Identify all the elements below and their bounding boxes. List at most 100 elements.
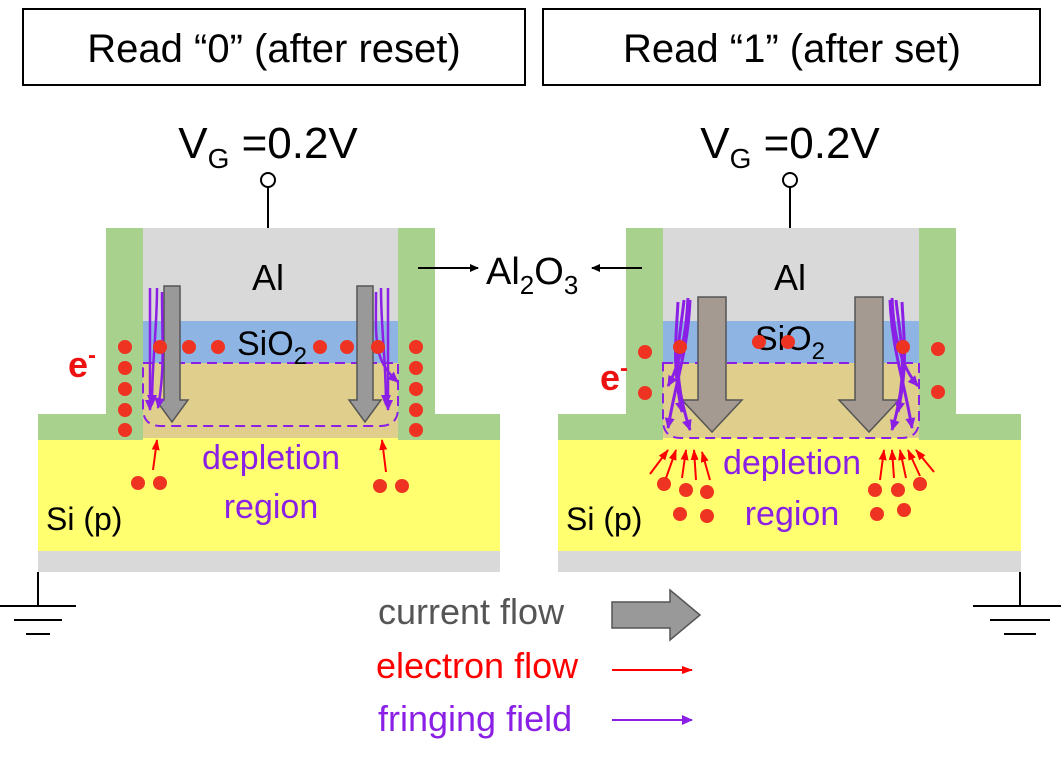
legend-field-label: fringing field bbox=[378, 698, 572, 739]
electron-label: e- bbox=[600, 355, 628, 398]
electron bbox=[896, 340, 910, 354]
electron bbox=[657, 477, 671, 491]
depletion-label-line2: region bbox=[224, 488, 319, 526]
gate-metal bbox=[143, 228, 398, 321]
electron bbox=[897, 503, 911, 517]
ground-icon bbox=[973, 572, 1061, 635]
gate-voltage: VG =0.2V bbox=[700, 119, 880, 174]
electron bbox=[891, 483, 905, 497]
substrate bbox=[558, 438, 1021, 551]
electron bbox=[679, 483, 693, 497]
gate-label: Al bbox=[252, 257, 284, 298]
electron bbox=[118, 340, 132, 354]
electron bbox=[211, 340, 225, 354]
electrons bbox=[638, 335, 945, 523]
electron bbox=[182, 340, 196, 354]
electron bbox=[409, 361, 423, 375]
gate-terminal bbox=[782, 172, 798, 188]
title-box bbox=[542, 8, 1041, 86]
depletion-label-line1: depletion bbox=[723, 444, 861, 482]
depletion-boundary bbox=[662, 362, 920, 439]
electron bbox=[700, 509, 714, 523]
electron bbox=[638, 386, 652, 400]
electron-flow-arrow bbox=[700, 451, 711, 481]
legend-electron-label: electron flow bbox=[376, 645, 579, 686]
electron bbox=[340, 340, 354, 354]
electrons bbox=[118, 340, 423, 493]
electron bbox=[931, 342, 945, 356]
electron bbox=[118, 403, 132, 417]
depletion-label-line2: region bbox=[745, 495, 840, 533]
electron bbox=[409, 382, 423, 396]
electron bbox=[700, 485, 714, 499]
electron-flow-arrow bbox=[680, 449, 689, 479]
electron bbox=[118, 423, 132, 437]
electron bbox=[131, 476, 145, 490]
electron bbox=[673, 340, 687, 354]
electron bbox=[781, 335, 795, 349]
electron bbox=[395, 479, 409, 493]
panel-read-0: Read “0” (after reset) VG =0.2V Al SiO2 bbox=[0, 8, 526, 635]
electron-flow-arrow bbox=[898, 449, 907, 479]
substrate-base bbox=[558, 550, 1021, 572]
electron bbox=[409, 403, 423, 417]
electron bbox=[373, 479, 387, 493]
electron-flow-arrow bbox=[878, 449, 887, 481]
electron-flow-arrow bbox=[649, 449, 669, 475]
electron bbox=[638, 345, 652, 359]
electron-label: e- bbox=[68, 342, 96, 385]
substrate-base bbox=[38, 550, 500, 572]
electron-flow bbox=[649, 449, 935, 481]
thick-gray-arrow-icon bbox=[611, 588, 702, 642]
electron-flow-arrow bbox=[151, 439, 160, 471]
electron bbox=[118, 361, 132, 375]
gate-label: Al bbox=[774, 257, 806, 298]
electron-flow bbox=[151, 439, 388, 473]
title-box bbox=[22, 8, 526, 86]
electron bbox=[913, 477, 927, 491]
electron bbox=[870, 507, 884, 521]
electron-flow-arrow bbox=[690, 449, 699, 481]
spacer-left bbox=[626, 228, 663, 440]
depletion-label-line1: depletion bbox=[202, 439, 340, 477]
current-arrow-right bbox=[347, 285, 383, 424]
electron bbox=[153, 476, 167, 490]
electron-flow-arrow bbox=[888, 449, 897, 479]
electron bbox=[673, 507, 687, 521]
current-arrow-right bbox=[837, 296, 901, 434]
electron bbox=[409, 423, 423, 437]
substrate-label: Si (p) bbox=[566, 501, 642, 537]
spacer-material-callout: Al2O3 bbox=[418, 251, 642, 300]
current-arrow-left bbox=[680, 296, 744, 434]
electron-flow-arrow bbox=[665, 449, 677, 479]
electron bbox=[313, 340, 327, 354]
field-line bbox=[674, 301, 685, 413]
oxide-label: SiO2 bbox=[237, 325, 307, 370]
field-line bbox=[664, 299, 692, 429]
electron bbox=[118, 382, 132, 396]
electron bbox=[752, 335, 766, 349]
substrate-label: Si (p) bbox=[46, 501, 122, 537]
electron-flow-arrow bbox=[915, 449, 935, 473]
electron bbox=[868, 483, 882, 497]
field-line bbox=[888, 299, 916, 429]
electron-flow-arrow bbox=[379, 439, 388, 473]
gate-terminal bbox=[260, 172, 276, 188]
spacer-material-label: Al2O3 bbox=[486, 251, 578, 300]
electron bbox=[931, 385, 945, 399]
ground-icon bbox=[0, 572, 76, 635]
legend-current-label: current flow bbox=[378, 591, 565, 632]
electron bbox=[371, 340, 385, 354]
electron-flow-arrow bbox=[907, 449, 921, 477]
electron bbox=[409, 340, 423, 354]
panel-title: Read “1” (after set) bbox=[623, 27, 961, 71]
legend: current flow electron flow fringing fiel… bbox=[376, 588, 702, 739]
panel-title: Read “0” (after reset) bbox=[87, 27, 460, 71]
depletion-boundary bbox=[142, 362, 399, 427]
panel-read-1: Read “1” (after set) VG =0.2V Al SiO2 bbox=[542, 8, 1061, 635]
electron bbox=[153, 340, 167, 354]
substrate bbox=[38, 438, 500, 551]
gate-voltage: VG =0.2V bbox=[178, 119, 358, 174]
spacer-right bbox=[919, 228, 956, 440]
